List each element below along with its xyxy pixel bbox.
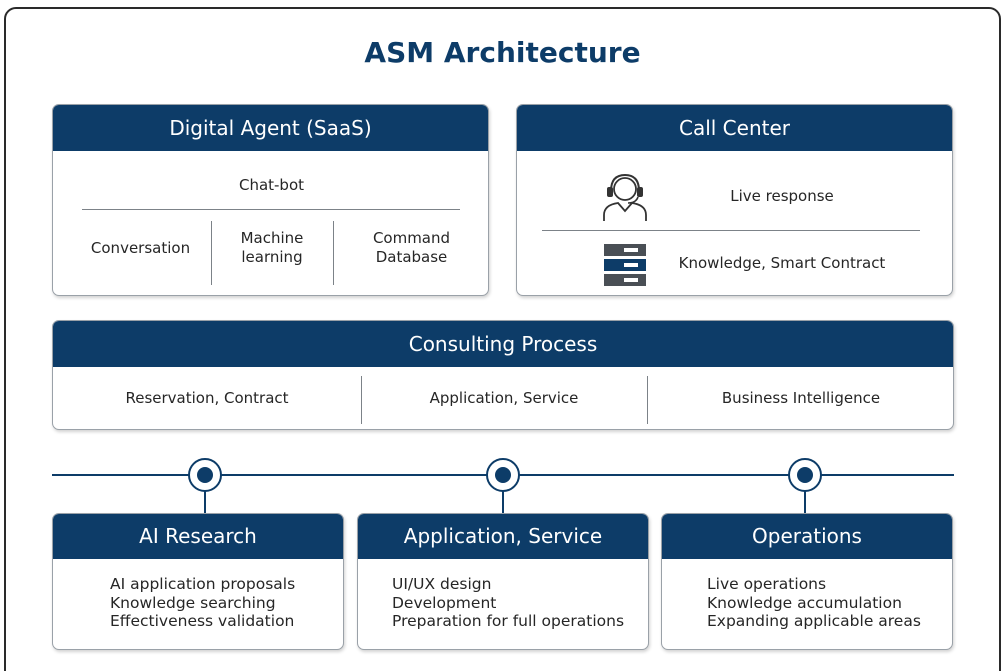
ai-research-item: Effectiveness validation xyxy=(110,612,295,630)
application-service-item: UI/UX design xyxy=(392,575,492,593)
headset-operator-icon xyxy=(603,173,647,221)
operations-card: Operations Live operations Knowledge acc… xyxy=(661,513,953,650)
conversation-label: Conversation xyxy=(90,239,191,257)
operations-item: Live operations xyxy=(707,575,827,593)
divider xyxy=(647,376,648,424)
timeline-node xyxy=(788,458,822,492)
divider xyxy=(82,209,460,210)
operations-header: Operations xyxy=(662,514,952,559)
timeline-node xyxy=(486,458,520,492)
call-center-card: Call Center Live response Knowledge, Sma… xyxy=(516,104,953,296)
application-service-card: Application, Service UI/UX design Develo… xyxy=(357,513,649,650)
divider xyxy=(361,376,362,424)
ai-research-card: AI Research AI application proposals Kno… xyxy=(52,513,344,650)
timeline-node-dot xyxy=(197,467,213,483)
connector-line xyxy=(204,490,206,514)
consulting-process-header: Consulting Process xyxy=(53,321,953,367)
timeline-node-dot xyxy=(495,467,511,483)
timeline-node xyxy=(188,458,222,492)
operations-item: Knowledge accumulation xyxy=(707,594,902,612)
divider xyxy=(211,221,212,285)
reservation-contract-label: Reservation, Contract xyxy=(125,389,289,407)
business-intelligence-label: Business Intelligence xyxy=(721,389,881,407)
application-service-item: Preparation for full operations xyxy=(392,612,625,630)
diagram-title: ASM Architecture xyxy=(364,36,641,69)
operations-item: Expanding applicable areas xyxy=(707,612,921,630)
connector-line xyxy=(502,490,504,514)
server-stack-icon xyxy=(604,244,646,286)
command-database-label: Command Database xyxy=(372,229,451,266)
diagram-frame xyxy=(4,7,1001,671)
connector-line xyxy=(804,490,806,514)
application-service-header: Application, Service xyxy=(358,514,648,559)
ai-research-item: Knowledge searching xyxy=(110,594,276,612)
application-service-item: Development xyxy=(392,594,497,612)
digital-agent-card: Digital Agent (SaaS) Chat-bot Conversati… xyxy=(52,104,489,296)
application-service-label: Application, Service xyxy=(429,389,579,407)
timeline-node-dot xyxy=(797,467,813,483)
call-center-header: Call Center xyxy=(517,105,952,151)
digital-agent-header: Digital Agent (SaaS) xyxy=(53,105,488,151)
ai-research-header: AI Research xyxy=(53,514,343,559)
machine-learning-label: Machine learning xyxy=(240,229,304,266)
divider xyxy=(542,230,920,231)
divider xyxy=(333,221,334,285)
ai-research-item: AI application proposals xyxy=(110,575,296,593)
knowledge-smart-contract-label: Knowledge, Smart Contract xyxy=(678,254,886,272)
live-response-label: Live response xyxy=(730,187,834,205)
consulting-process-card: Consulting Process Reservation, Contract… xyxy=(52,320,954,430)
chat-bot-label: Chat-bot xyxy=(238,176,305,194)
